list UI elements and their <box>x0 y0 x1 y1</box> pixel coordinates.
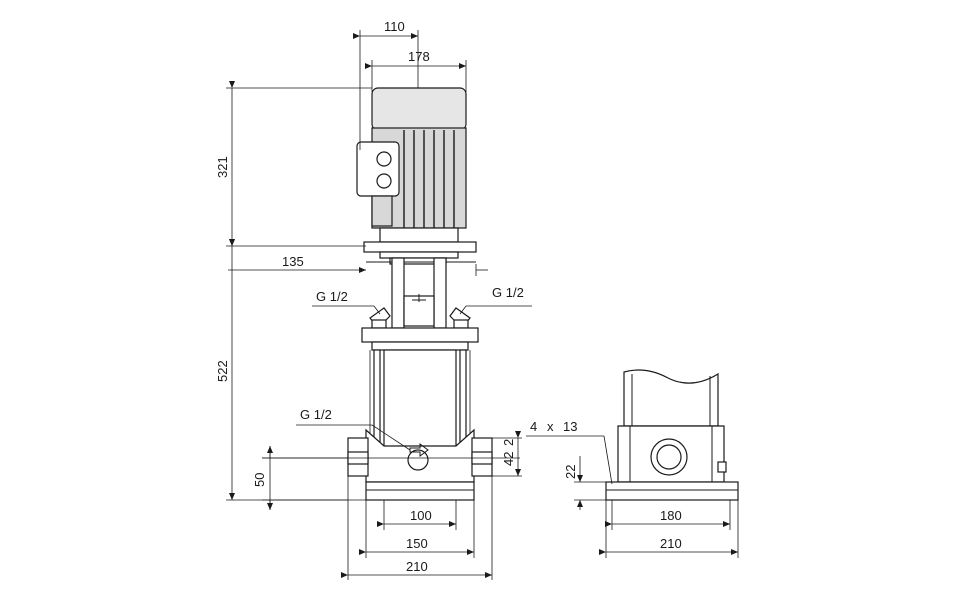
dim-inlet-height: 50 <box>252 473 267 487</box>
dim-pump-height: 522 <box>215 360 230 382</box>
dim-hole-spacing-side: 180 <box>660 508 682 523</box>
pump-sleeve <box>369 349 471 449</box>
dimension-lines-front <box>226 30 532 580</box>
dim-overall-width-side: 210 <box>660 536 682 551</box>
callout-holes-diameter: 13 <box>563 419 577 434</box>
dim-coupling-offset: 135 <box>282 254 304 269</box>
dim-port-b: 2 <box>501 439 516 446</box>
dim-base-hole-spacing: 100 <box>410 508 432 523</box>
dimension-lines-side <box>526 435 739 558</box>
motor-stool <box>361 251 479 351</box>
dim-motor-height: 321 <box>215 156 230 178</box>
dim-motor-width: 178 <box>408 49 430 64</box>
flow-arrow-icon <box>409 443 429 457</box>
terminal-box-gland-icon <box>376 151 392 167</box>
dim-motor-offset: 110 <box>384 19 405 34</box>
dim-overall-width-front: 210 <box>406 559 428 574</box>
terminal-box-gland-icon <box>376 173 392 189</box>
dimension-text-side: 4 x 13 22 180 210 <box>530 419 682 551</box>
front-view: 110 178 321 135 522 50 100 150 210 42 2 … <box>215 19 532 580</box>
side-body <box>605 369 739 501</box>
callout-vent-left: G 1/2 <box>316 289 348 304</box>
dimension-text-front: 110 178 321 135 522 50 100 150 210 42 2 … <box>215 19 524 574</box>
motor <box>356 87 477 253</box>
dim-base-height-side: 22 <box>563 465 578 479</box>
side-view: 4 x 13 22 180 210 <box>526 369 739 558</box>
callout-holes-count: 4 <box>530 419 537 434</box>
dim-port-a: 42 <box>501 452 516 466</box>
callout-drain: G 1/2 <box>300 407 332 422</box>
callout-holes-x: x <box>547 419 554 434</box>
callout-vent-right: G 1/2 <box>492 285 524 300</box>
dim-base-width-front: 150 <box>406 536 428 551</box>
